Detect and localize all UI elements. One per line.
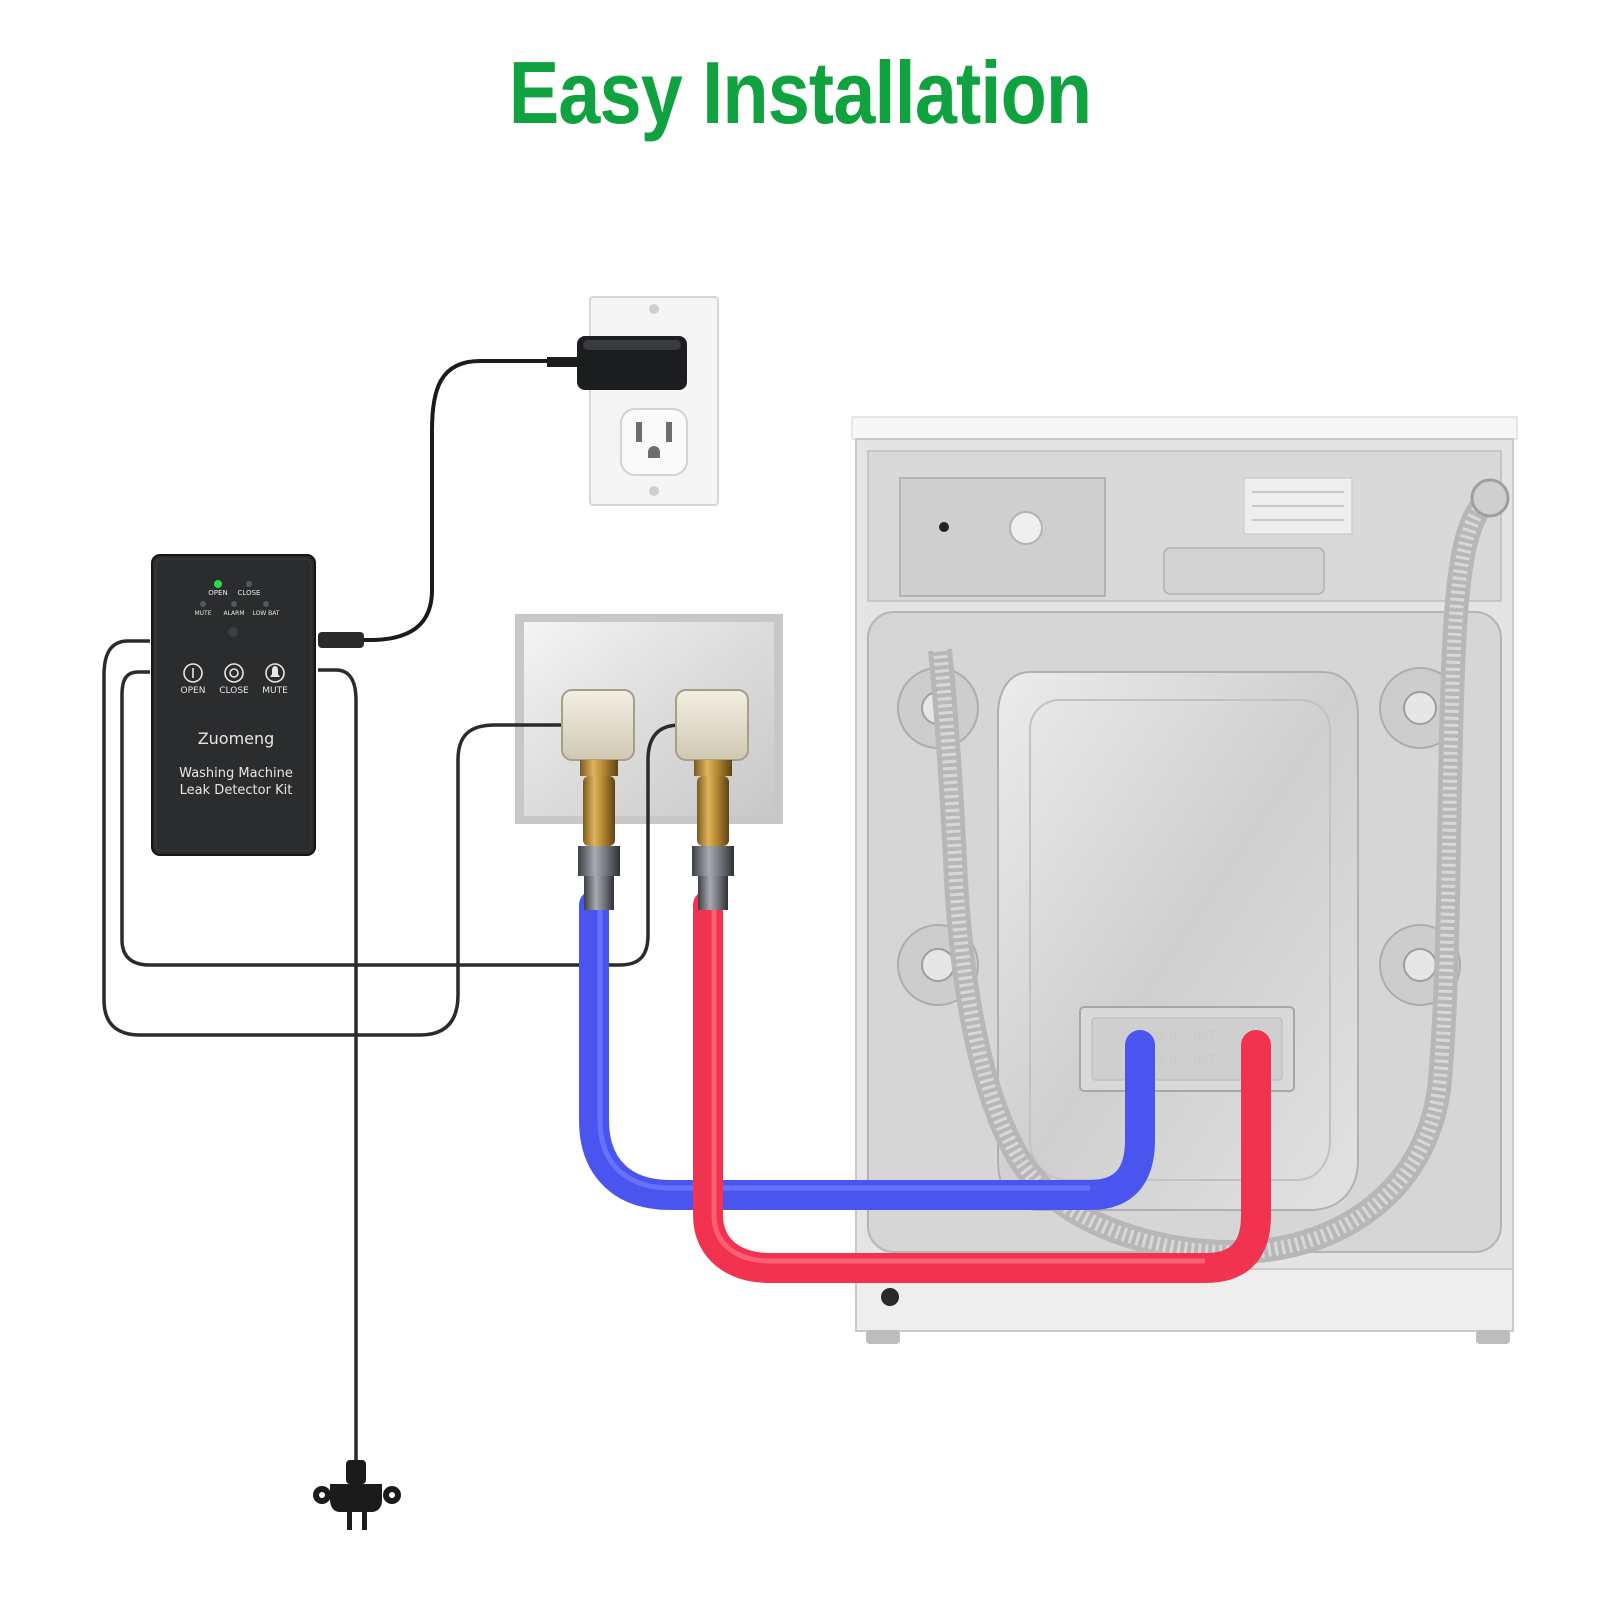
open-button-label: OPEN: [181, 686, 206, 696]
open-indicator-label: OPEN: [208, 589, 227, 597]
floor-leak-sensor: [313, 1460, 401, 1530]
low-bat-indicator-label: LOW BAT: [252, 610, 279, 617]
close-button-label: CLOSE: [219, 686, 249, 696]
brand-name: Zuomeng: [198, 729, 275, 748]
product-name-line1: Washing Machine: [179, 766, 293, 781]
inlet-label-cold-2: COLD: [1148, 1053, 1177, 1067]
close-button[interactable]: [224, 663, 244, 683]
open-button[interactable]: [183, 663, 203, 683]
low-bat-indicator-led: [263, 601, 269, 607]
open-indicator-led: [214, 580, 222, 588]
dc-plug: [318, 632, 364, 648]
alarm-indicator-led: [231, 601, 237, 607]
bell-icon: [270, 666, 280, 677]
power-cord: [330, 359, 548, 642]
hot-water-hose: [693, 890, 1271, 1283]
close-indicator-label: CLOSE: [238, 589, 261, 597]
wall-outlet: [589, 296, 719, 506]
hot-shutoff-valve: [675, 689, 749, 910]
cold-shutoff-valve: [561, 689, 635, 910]
product-name-line2: Leak Detector Kit: [180, 783, 293, 798]
valve-wires: [102, 639, 681, 1460]
mute-button-label: MUTE: [262, 686, 288, 696]
controller-box: [151, 554, 316, 856]
page-title: Easy Installation: [508, 43, 1092, 142]
cold-water-hose: [579, 890, 1155, 1210]
power-adapter: [547, 336, 687, 390]
close-icon: [229, 668, 239, 678]
close-indicator-led: [246, 581, 252, 587]
mute-indicator-label: MUTE: [194, 610, 211, 617]
mute-indicator-led: [200, 601, 206, 607]
inlet-label-cold: COLD: [1148, 1029, 1177, 1043]
status-sensor-dot: [228, 627, 238, 637]
mute-button[interactable]: [265, 663, 285, 683]
alarm-indicator-label: ALARM: [223, 610, 244, 617]
inlet-label-hot-2: HOT: [1194, 1053, 1216, 1067]
inlet-label-hot: HOT: [1194, 1029, 1216, 1043]
